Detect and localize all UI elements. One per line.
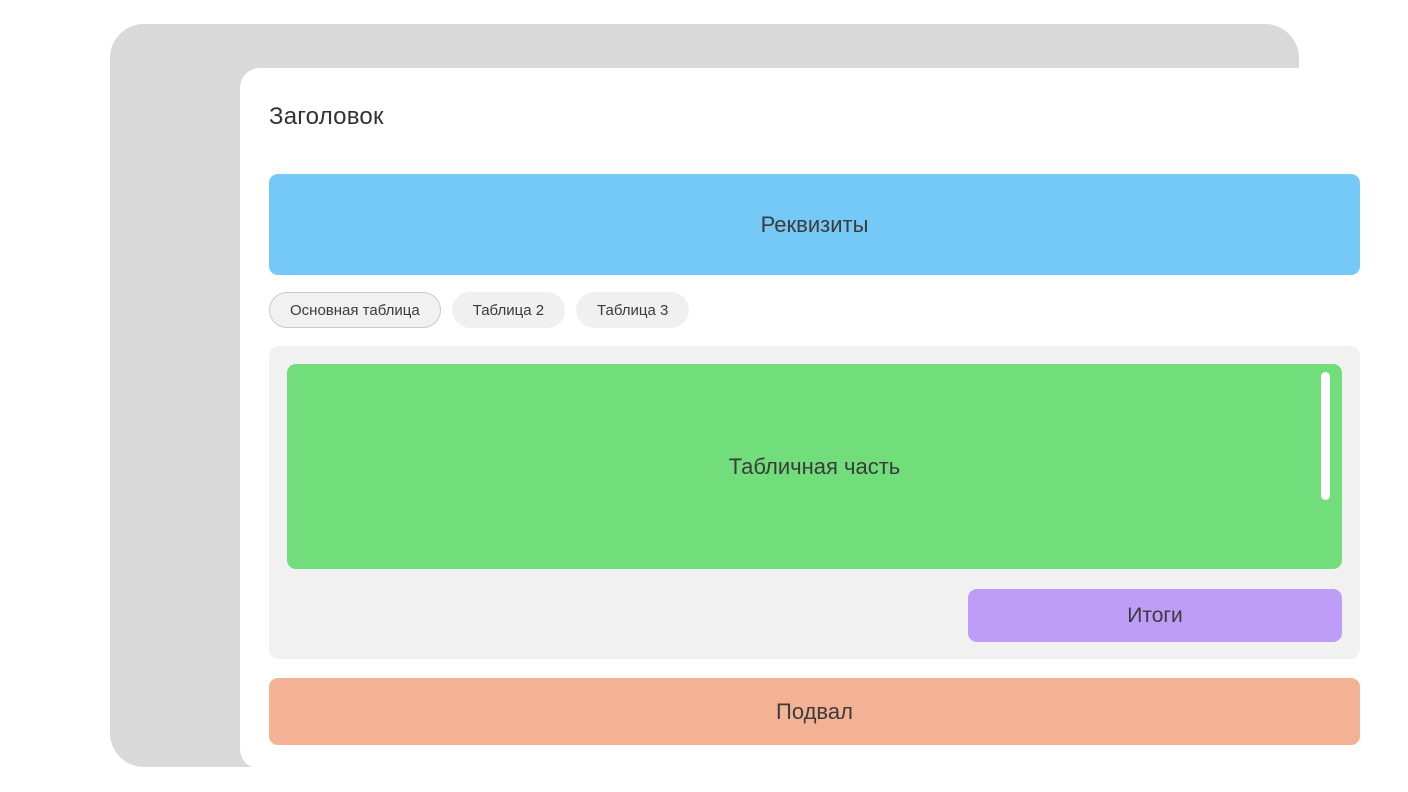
page-title: Заголовок bbox=[269, 103, 384, 130]
document-card: Заголовок Реквизиты Основная таблица Таб… bbox=[240, 68, 1389, 769]
tab-table-3-label: Таблица 3 bbox=[597, 301, 669, 319]
footer-section[interactable]: Подвал bbox=[269, 678, 1360, 745]
tab-table-2[interactable]: Таблица 2 bbox=[451, 292, 566, 328]
tab-main-table[interactable]: Основная таблица bbox=[269, 292, 441, 328]
table-part-label: Табличная часть bbox=[728, 453, 901, 479]
totals-label: Итоги bbox=[1127, 603, 1183, 627]
table-part-container: Табличная часть Итоги bbox=[269, 346, 1360, 659]
vertical-scrollbar-thumb[interactable] bbox=[1321, 372, 1330, 500]
totals-section[interactable]: Итоги bbox=[968, 589, 1342, 642]
requisites-section[interactable]: Реквизиты bbox=[269, 174, 1360, 275]
requisites-label: Реквизиты bbox=[760, 211, 869, 237]
table-tabs: Основная таблица Таблица 2 Таблица 3 bbox=[269, 292, 690, 328]
footer-label: Подвал bbox=[776, 698, 853, 724]
tab-main-table-label: Основная таблица bbox=[290, 301, 420, 319]
tab-table-3[interactable]: Таблица 3 bbox=[576, 292, 690, 328]
device-bezel: Заголовок Реквизиты Основная таблица Таб… bbox=[110, 24, 1389, 769]
table-part-section[interactable]: Табличная часть bbox=[287, 364, 1342, 569]
tab-table-2-label: Таблица 2 bbox=[472, 301, 545, 319]
vertical-scrollbar-track[interactable] bbox=[1321, 364, 1330, 569]
